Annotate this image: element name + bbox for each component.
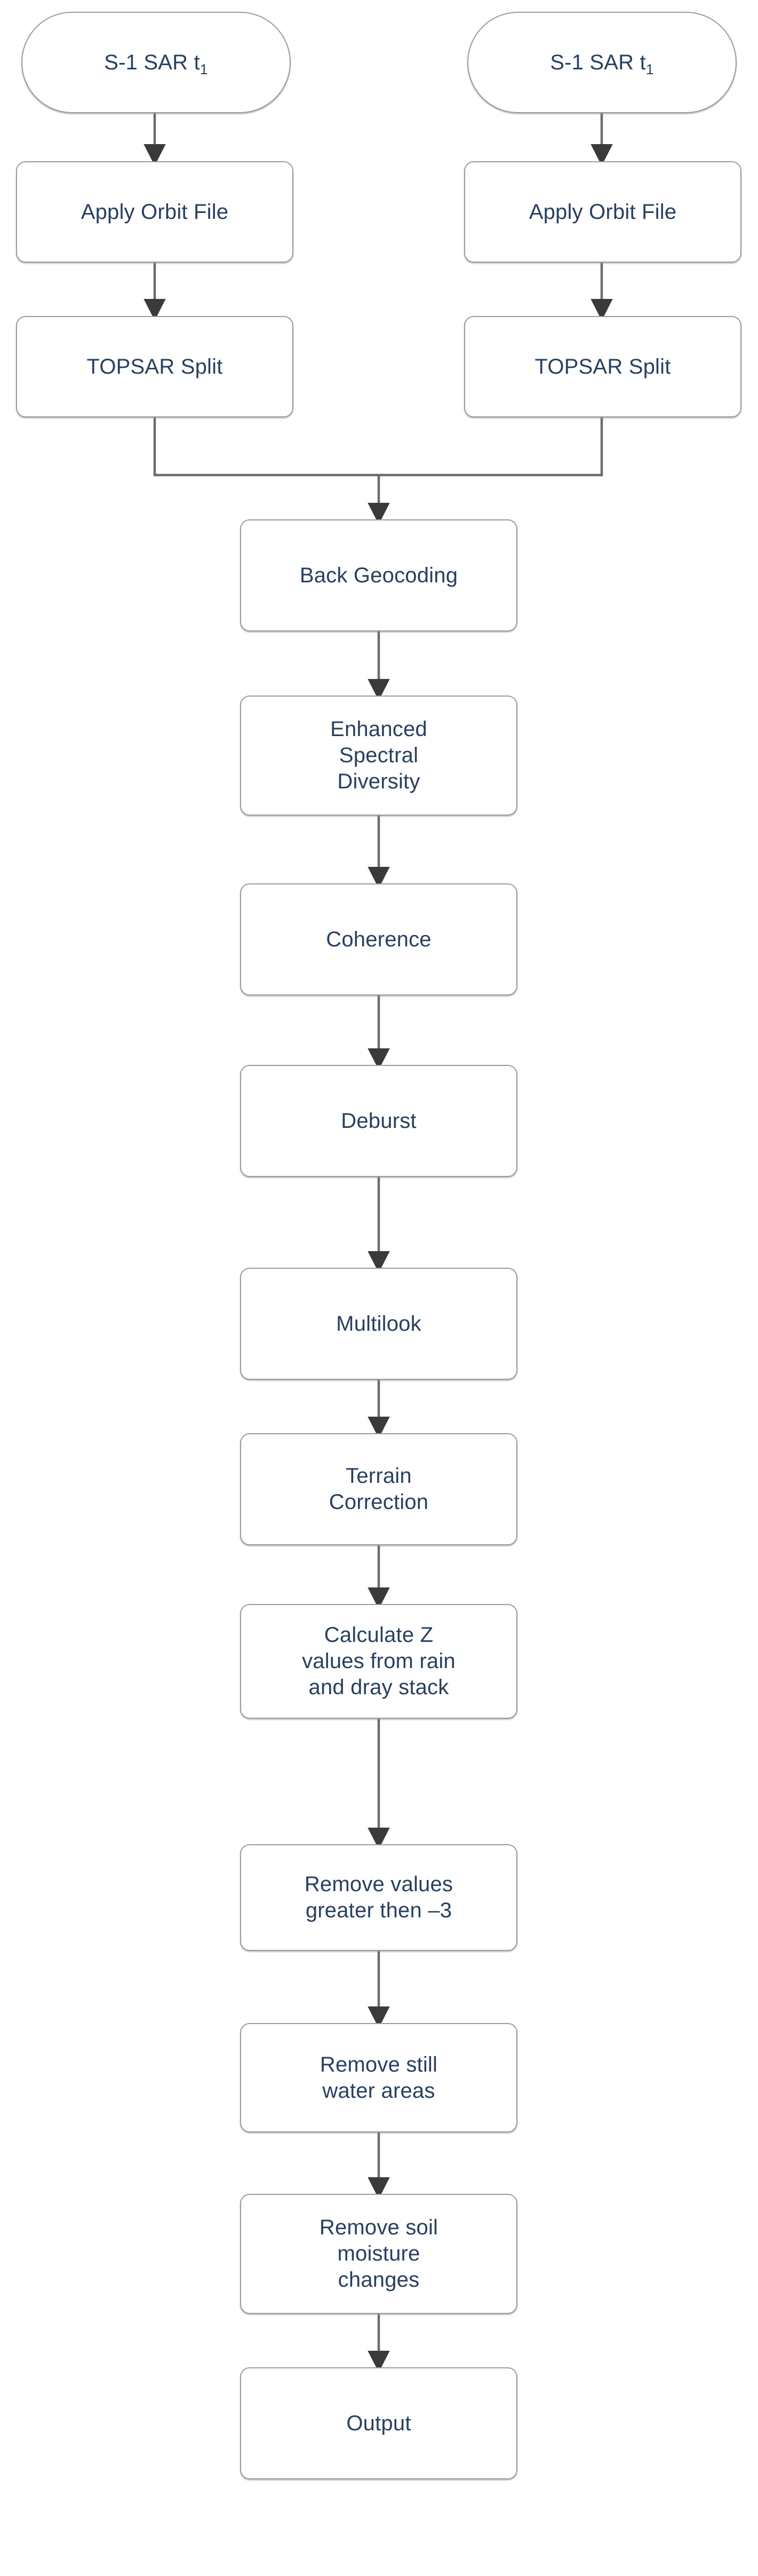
node-split-left-label: TOPSAR Split — [86, 354, 223, 378]
node-multilook[interactable]: Multilook — [240, 1268, 517, 1380]
node-calculate-z[interactable]: Calculate Z values from rain and dray st… — [240, 1604, 517, 1719]
node-orbit-right[interactable]: Apply Orbit File — [464, 161, 741, 263]
node-output[interactable]: Output — [240, 2367, 517, 2479]
node-coherence-label: Coherence — [326, 927, 432, 951]
node-calculate-z-label: Calculate Z values from rain and dray st… — [302, 1623, 456, 1699]
node-remove-soil-moisture-label: Remove soil moisture changes — [319, 2216, 438, 2291]
node-src-left[interactable]: S-1 SAR t1 — [21, 12, 291, 113]
node-deburst-label: Deburst — [341, 1109, 417, 1133]
node-back-geocoding-label: Back Geocoding — [299, 563, 458, 587]
node-enhanced-spectral-diversity-label: Enhanced Spectral Diversity — [330, 717, 427, 793]
node-terrain-correction-label: Terrain Correction — [329, 1464, 429, 1514]
edge-split-left-merge — [153, 417, 379, 477]
node-remove-values-label: Remove values greater then –3 — [304, 1872, 453, 1922]
node-multilook-label: Multilook — [336, 1311, 421, 1336]
node-coherence[interactable]: Coherence — [240, 883, 517, 995]
node-remove-soil-moisture[interactable]: Remove soil moisture changes — [240, 2194, 517, 2314]
node-orbit-left-label: Apply Orbit File — [81, 200, 229, 224]
node-back-geocoding[interactable]: Back Geocoding — [240, 519, 517, 631]
node-remove-still-water-label: Remove still water areas — [320, 2052, 438, 2103]
node-deburst[interactable]: Deburst — [240, 1065, 517, 1177]
node-src-left-label: S-1 SAR t1 — [104, 50, 208, 77]
node-split-left[interactable]: TOPSAR Split — [16, 316, 293, 417]
node-orbit-left[interactable]: Apply Orbit File — [16, 161, 293, 263]
node-enhanced-spectral-diversity[interactable]: Enhanced Spectral Diversity — [240, 696, 517, 816]
node-output-label: Output — [346, 2411, 411, 2435]
edge-split-right-merge — [379, 417, 603, 477]
node-src-right[interactable]: S-1 SAR t1 — [467, 12, 737, 113]
node-src-right-label: S-1 SAR t1 — [550, 50, 654, 77]
node-remove-still-water[interactable]: Remove still water areas — [240, 2023, 517, 2132]
node-split-right-label: TOPSAR Split — [534, 354, 671, 378]
node-remove-values[interactable]: Remove values greater then –3 — [240, 1844, 517, 1951]
node-orbit-right-label: Apply Orbit File — [529, 200, 677, 224]
node-terrain-correction[interactable]: Terrain Correction — [240, 1433, 517, 1545]
node-split-right[interactable]: TOPSAR Split — [464, 316, 741, 417]
